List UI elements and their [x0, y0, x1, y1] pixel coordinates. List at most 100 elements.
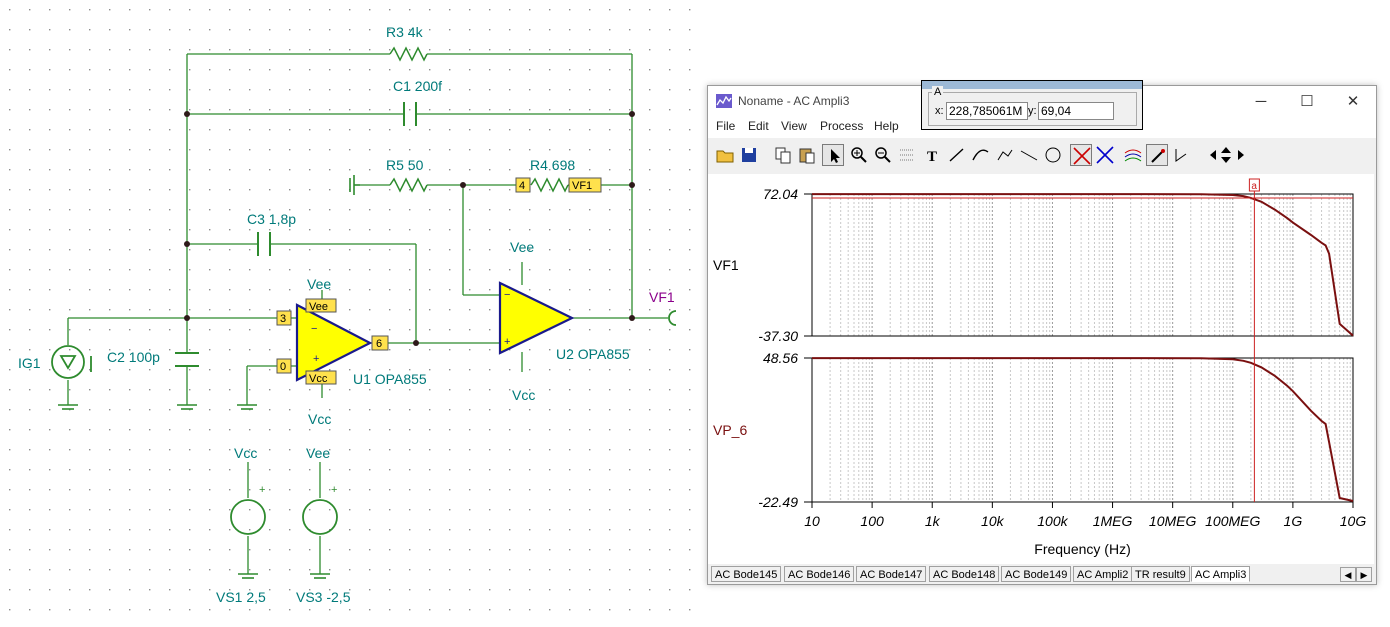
grid-icon[interactable] [896, 144, 918, 166]
scroll-left-icon[interactable] [1202, 144, 1216, 166]
toolbar: T [708, 141, 1376, 169]
minus-sign: − [504, 289, 510, 301]
svg-text:T: T [927, 149, 937, 165]
menu-edit[interactable]: Edit [748, 119, 769, 133]
cursor-readout-dialog[interactable]: A x: y: [921, 80, 1143, 130]
scroll-right-icon[interactable] [1230, 144, 1244, 166]
component-label-vs1: VS1 2,5 [216, 589, 266, 605]
save-icon[interactable] [738, 144, 760, 166]
component-label-ig1: IG1 [18, 355, 41, 371]
menu-help[interactable]: Help [874, 119, 899, 133]
y-tick-label: 72.04 [763, 186, 798, 202]
opamp-u2[interactable] [498, 281, 575, 355]
menu-file[interactable]: File [716, 119, 736, 133]
text-icon[interactable]: T [922, 144, 944, 166]
tab-tr-result9[interactable]: TR result9 [1131, 566, 1190, 582]
cursor-marker[interactable]: a [1248, 178, 1260, 192]
dialog-title-bar[interactable] [922, 81, 1142, 89]
component-label-r3: R3 4k [386, 24, 424, 40]
pin-label: Vee [309, 301, 328, 313]
net-label-vee: Vee [306, 445, 330, 461]
component-label-c2: C2 100p [107, 349, 160, 365]
app-icon [716, 94, 732, 108]
x-tick-label: 10k [981, 513, 1005, 529]
grid-top [811, 194, 1351, 336]
cursor-y-field[interactable] [1038, 102, 1114, 120]
label-tool-icon[interactable] [994, 144, 1016, 166]
resistor-symbols [389, 46, 569, 193]
minimize-button[interactable]: ─ [1255, 92, 1267, 110]
copy-icon[interactable] [772, 144, 794, 166]
line-tool-icon[interactable] [946, 144, 968, 166]
result-tabs: AC Bode145 AC Bode146 AC Bode147 AC Bode… [708, 565, 1376, 584]
circle-icon[interactable] [1042, 144, 1064, 166]
x-tick-label: 100 [860, 513, 884, 529]
menu-process[interactable]: Process [820, 119, 864, 133]
tab-ac-bode147[interactable]: AC Bode147 [856, 566, 927, 582]
net-label-vee: Vee [510, 239, 534, 255]
menu-view[interactable]: View [781, 119, 807, 133]
cursor-group-title: A [932, 86, 944, 98]
x-label: x: [935, 105, 944, 117]
zoom-out-icon[interactable] [872, 144, 894, 166]
marker-icon[interactable] [1146, 144, 1168, 166]
tab-scroll-right-icon[interactable]: ▶ [1356, 567, 1372, 582]
pin-label: 6 [376, 338, 382, 350]
pin-label: VF1 [572, 180, 592, 192]
x-tick-label: 100k [1037, 513, 1068, 529]
zoom-in-icon[interactable] [848, 144, 870, 166]
y-label: y: [1028, 105, 1037, 117]
maximize-button[interactable]: ☐ [1300, 93, 1314, 110]
pin-label: 3 [280, 313, 286, 325]
window-title: Noname - AC Ampli3 [738, 94, 850, 108]
curves-icon[interactable] [1122, 144, 1144, 166]
component-label-c3: C3 1,8p [247, 211, 296, 227]
component-label-u1: U1 OPA855 [353, 371, 427, 387]
x-tick-label: 1MEG [1093, 513, 1133, 529]
open-icon[interactable] [714, 144, 736, 166]
curve-tool-icon[interactable] [970, 144, 992, 166]
x-tick-label: 100MEG [1205, 513, 1260, 529]
plus-sign: + [331, 484, 337, 496]
tab-ac-ampli3[interactable]: AC Ampli3 [1191, 566, 1251, 582]
cursor-a-icon[interactable] [1070, 144, 1092, 166]
scroll-up-down-icon[interactable] [1215, 144, 1231, 166]
schematic-canvas[interactable]: + + − + − + 3 0 6 4 Vee Vcc VF1 R3 4k C1… [0, 0, 700, 627]
tab-ac-bode148[interactable]: AC Bode148 [929, 566, 1000, 582]
close-button[interactable]: ✕ [1346, 93, 1360, 110]
component-label-vs3: VS3 -2,5 [296, 589, 351, 605]
component-label-r5: R5 50 [386, 157, 424, 173]
net-label-vf1: VF1 [649, 289, 675, 305]
tab-ac-bode149[interactable]: AC Bode149 [1001, 566, 1072, 582]
tab-scroll-left-icon[interactable]: ◀ [1340, 567, 1356, 582]
net-label-vcc: Vcc [234, 445, 257, 461]
current-source-icon [51, 345, 92, 379]
step-icon[interactable] [1172, 144, 1194, 166]
plot-frame-bottom [811, 357, 1354, 503]
plot-frame-top [811, 193, 1354, 337]
tab-ac-bode146[interactable]: AC Bode146 [784, 566, 855, 582]
cursor-x-field[interactable] [946, 102, 1028, 120]
grid-bottom [811, 358, 1351, 502]
tab-ac-ampli2[interactable]: AC Ampli2 [1073, 566, 1133, 582]
net-label-vcc: Vcc [512, 387, 535, 403]
component-label-c1: C1 200f [393, 78, 442, 94]
pointer-icon[interactable] [822, 144, 844, 166]
opamp-u1[interactable] [295, 303, 373, 382]
component-label-u2: U2 OPA855 [556, 346, 630, 362]
capacitor-symbols [175, 102, 417, 367]
x-axis-label: Frequency (Hz) [1034, 541, 1130, 557]
pin-label: 0 [280, 361, 286, 373]
y-tick-label: -22.49 [758, 494, 798, 510]
series-line-vf1 [812, 193, 1354, 337]
junction-dots [184, 111, 635, 346]
ground-icon [58, 175, 360, 579]
y-tick-label: -37.30 [758, 328, 798, 344]
cursor-b-icon[interactable] [1094, 144, 1116, 166]
straight-line-icon[interactable] [1018, 144, 1040, 166]
tab-ac-bode145[interactable]: AC Bode145 [711, 566, 782, 582]
paste-icon[interactable] [796, 144, 818, 166]
